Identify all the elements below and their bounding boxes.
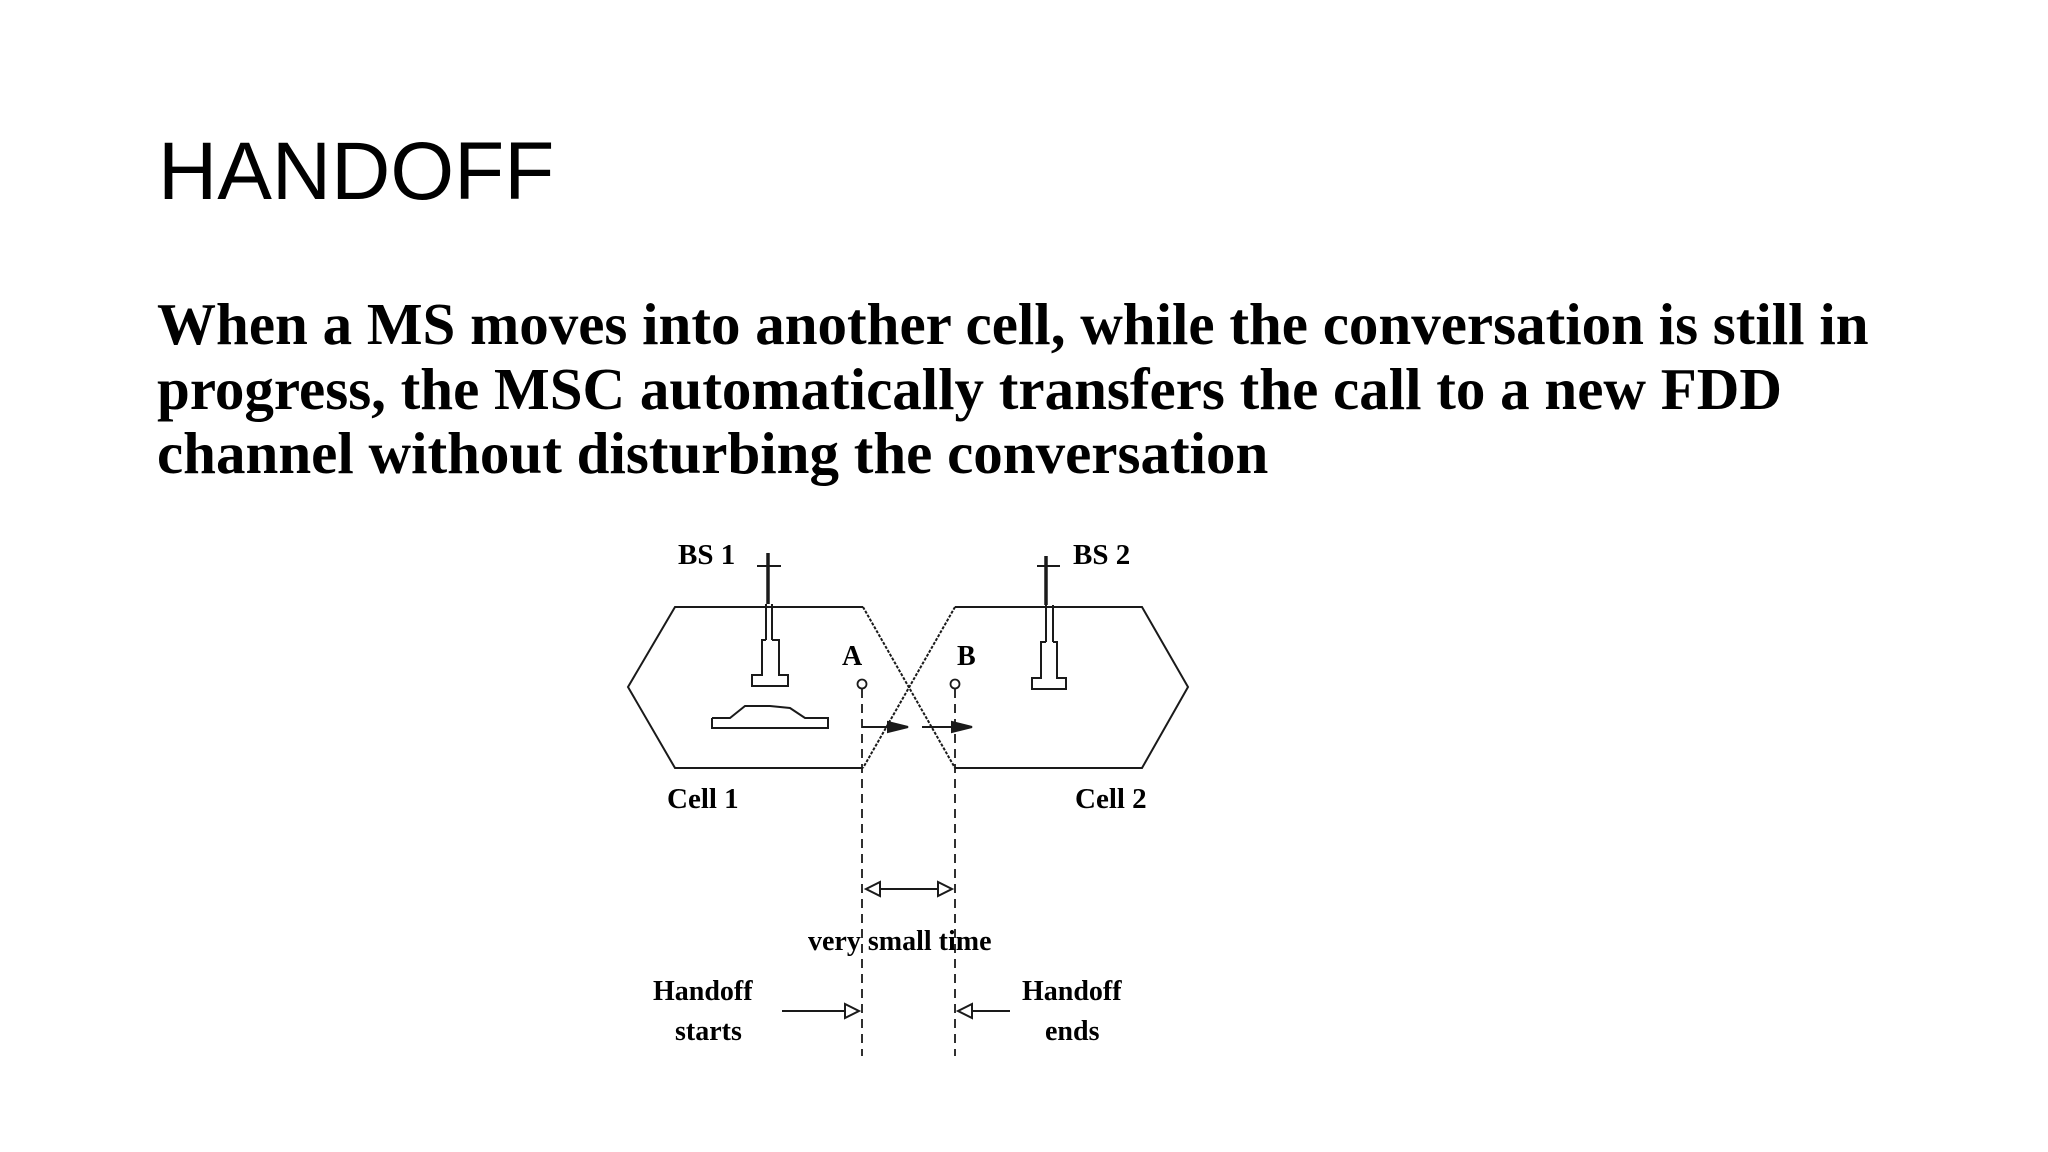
handoff-ends-label-line-2: ends	[1045, 1016, 1100, 1047]
cell-1-label: Cell 1	[667, 783, 739, 815]
handoff-starts-label-line-1: Handoff	[653, 976, 753, 1007]
body-line-1: When a MS moves into another cell, while…	[157, 291, 1869, 357]
point-a-label: A	[842, 641, 863, 672]
base-station-1-antenna-icon	[751, 553, 789, 687]
handoff-start-arrow-icon	[782, 1002, 862, 1020]
movement-arrow-icon	[862, 720, 973, 734]
slide-title: HANDOFF	[158, 126, 555, 217]
cell-2-label: Cell 2	[1075, 783, 1147, 815]
bs1-label: BS 1	[678, 539, 735, 571]
base-station-2-antenna-icon	[1031, 556, 1067, 690]
body-line-3: channel without disturbing the conversat…	[157, 420, 1269, 486]
point-b-marker	[949, 678, 961, 1056]
very-small-time-label: very small time	[808, 926, 992, 957]
time-interval-arrow-icon	[863, 880, 955, 898]
slide-body-text: When a MS moves into another cell, while…	[157, 292, 1957, 486]
body-line-2: progress, the MSC automatically transfer…	[157, 355, 1783, 422]
point-b-label: B	[957, 641, 976, 672]
handoff-end-arrow-icon	[955, 1002, 1010, 1020]
handoff-starts-label-line-2: starts	[675, 1016, 742, 1047]
handoff-ends-label-line-1: Handoff	[1022, 976, 1122, 1007]
mobile-station-car-icon	[711, 705, 829, 729]
cell-2-hexagon	[862, 606, 1190, 769]
point-a-marker	[856, 678, 868, 1056]
bs2-label: BS 2	[1073, 539, 1130, 571]
cell-1-hexagon	[626, 606, 956, 769]
